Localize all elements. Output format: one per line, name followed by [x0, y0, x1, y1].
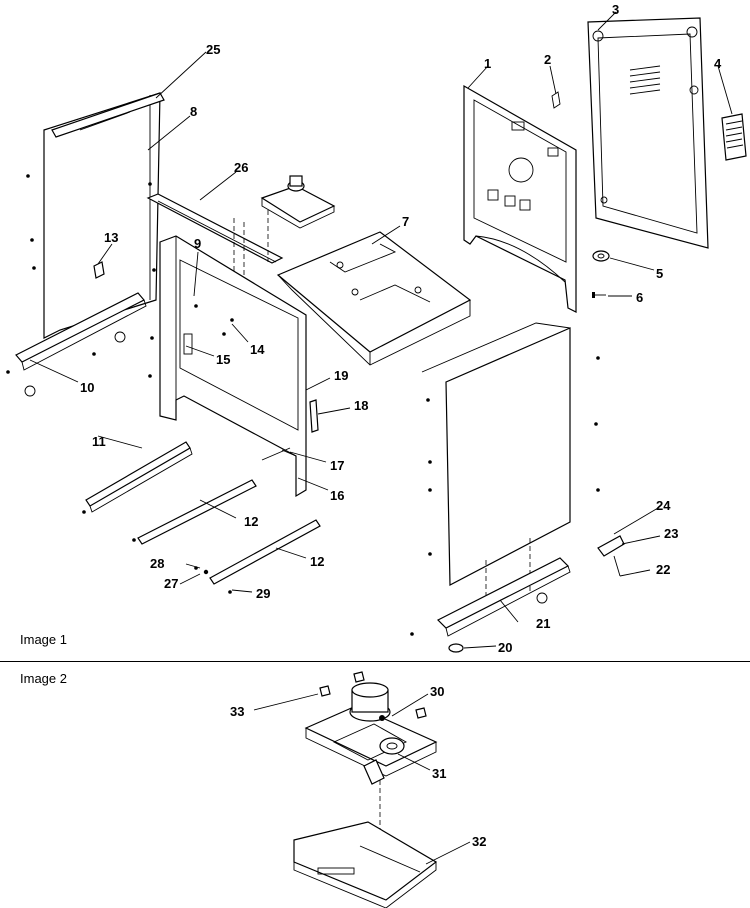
screw-6 [592, 292, 606, 298]
callout-26: 26 [234, 160, 248, 175]
callout-10: 10 [80, 380, 94, 395]
callout-16: 16 [330, 488, 344, 503]
callout-9: 9 [194, 236, 201, 251]
brace-12-a [137, 479, 257, 545]
callout-31: 31 [432, 766, 446, 781]
bracket-13 [93, 261, 105, 279]
callout-28: 28 [150, 556, 164, 571]
callout-24: 24 [656, 498, 671, 513]
callout-25: 25 [206, 42, 220, 57]
callout-4: 4 [714, 56, 722, 71]
mounting-plate [293, 821, 438, 908]
callout-13: 13 [104, 230, 118, 245]
section-label-image-2: Image 2 [20, 671, 67, 686]
callout-7: 7 [402, 214, 409, 229]
callout-5: 5 [656, 266, 663, 281]
callout-30: 30 [430, 684, 444, 699]
top-rail [146, 193, 284, 264]
brace-12-b [209, 519, 321, 585]
lower-rail [85, 441, 193, 513]
callout-33: 33 [230, 704, 244, 719]
bracket-23 [597, 535, 625, 577]
cooktop-support [276, 231, 472, 366]
label-plate [721, 113, 747, 161]
grommet [592, 250, 610, 262]
screws-image-1 [6, 174, 600, 636]
callout-numbers: 1 2 3 4 5 6 7 8 9 10 11 12 12 13 14 15 1… [80, 2, 722, 849]
callout-22: 22 [656, 562, 670, 577]
leader-lines-image-2 [253, 693, 471, 865]
valve-assembly-mini [260, 175, 336, 229]
screws-image-2 [319, 671, 427, 721]
section-divider [0, 661, 750, 662]
top-trim [51, 92, 165, 138]
clip-16-17 [261, 447, 297, 461]
callout-11: 11 [92, 434, 106, 449]
leveling-leg [448, 643, 464, 653]
back-panel [463, 84, 577, 313]
callout-29: 29 [256, 586, 270, 601]
callout-20: 20 [498, 640, 512, 655]
callout-1: 1 [484, 56, 491, 71]
right-side-panel [421, 322, 571, 606]
callout-32: 32 [472, 834, 486, 849]
callout-21: 21 [536, 616, 550, 631]
fitting [379, 737, 405, 755]
rear-cover-panel [587, 17, 709, 249]
callout-17: 17 [330, 458, 344, 473]
callout-12a: 12 [244, 514, 258, 529]
callout-2: 2 [544, 52, 551, 67]
leader-lines-image-1 [29, 11, 733, 649]
bracket-18 [309, 399, 319, 433]
callout-23: 23 [664, 526, 678, 541]
callout-27: 27 [164, 576, 178, 591]
callout-12b: 12 [310, 554, 324, 569]
right-bottom-rail [436, 557, 571, 637]
callout-14: 14 [250, 342, 265, 357]
clip [551, 91, 561, 109]
callout-15: 15 [216, 352, 230, 367]
section-label-image-1: Image 1 [20, 632, 67, 647]
callout-18: 18 [354, 398, 368, 413]
callout-3: 3 [612, 2, 619, 17]
callout-6: 6 [636, 290, 643, 305]
valve-assembly [304, 682, 438, 785]
callout-19: 19 [334, 368, 348, 383]
callout-8: 8 [190, 104, 197, 119]
left-bottom-rail [15, 292, 147, 397]
